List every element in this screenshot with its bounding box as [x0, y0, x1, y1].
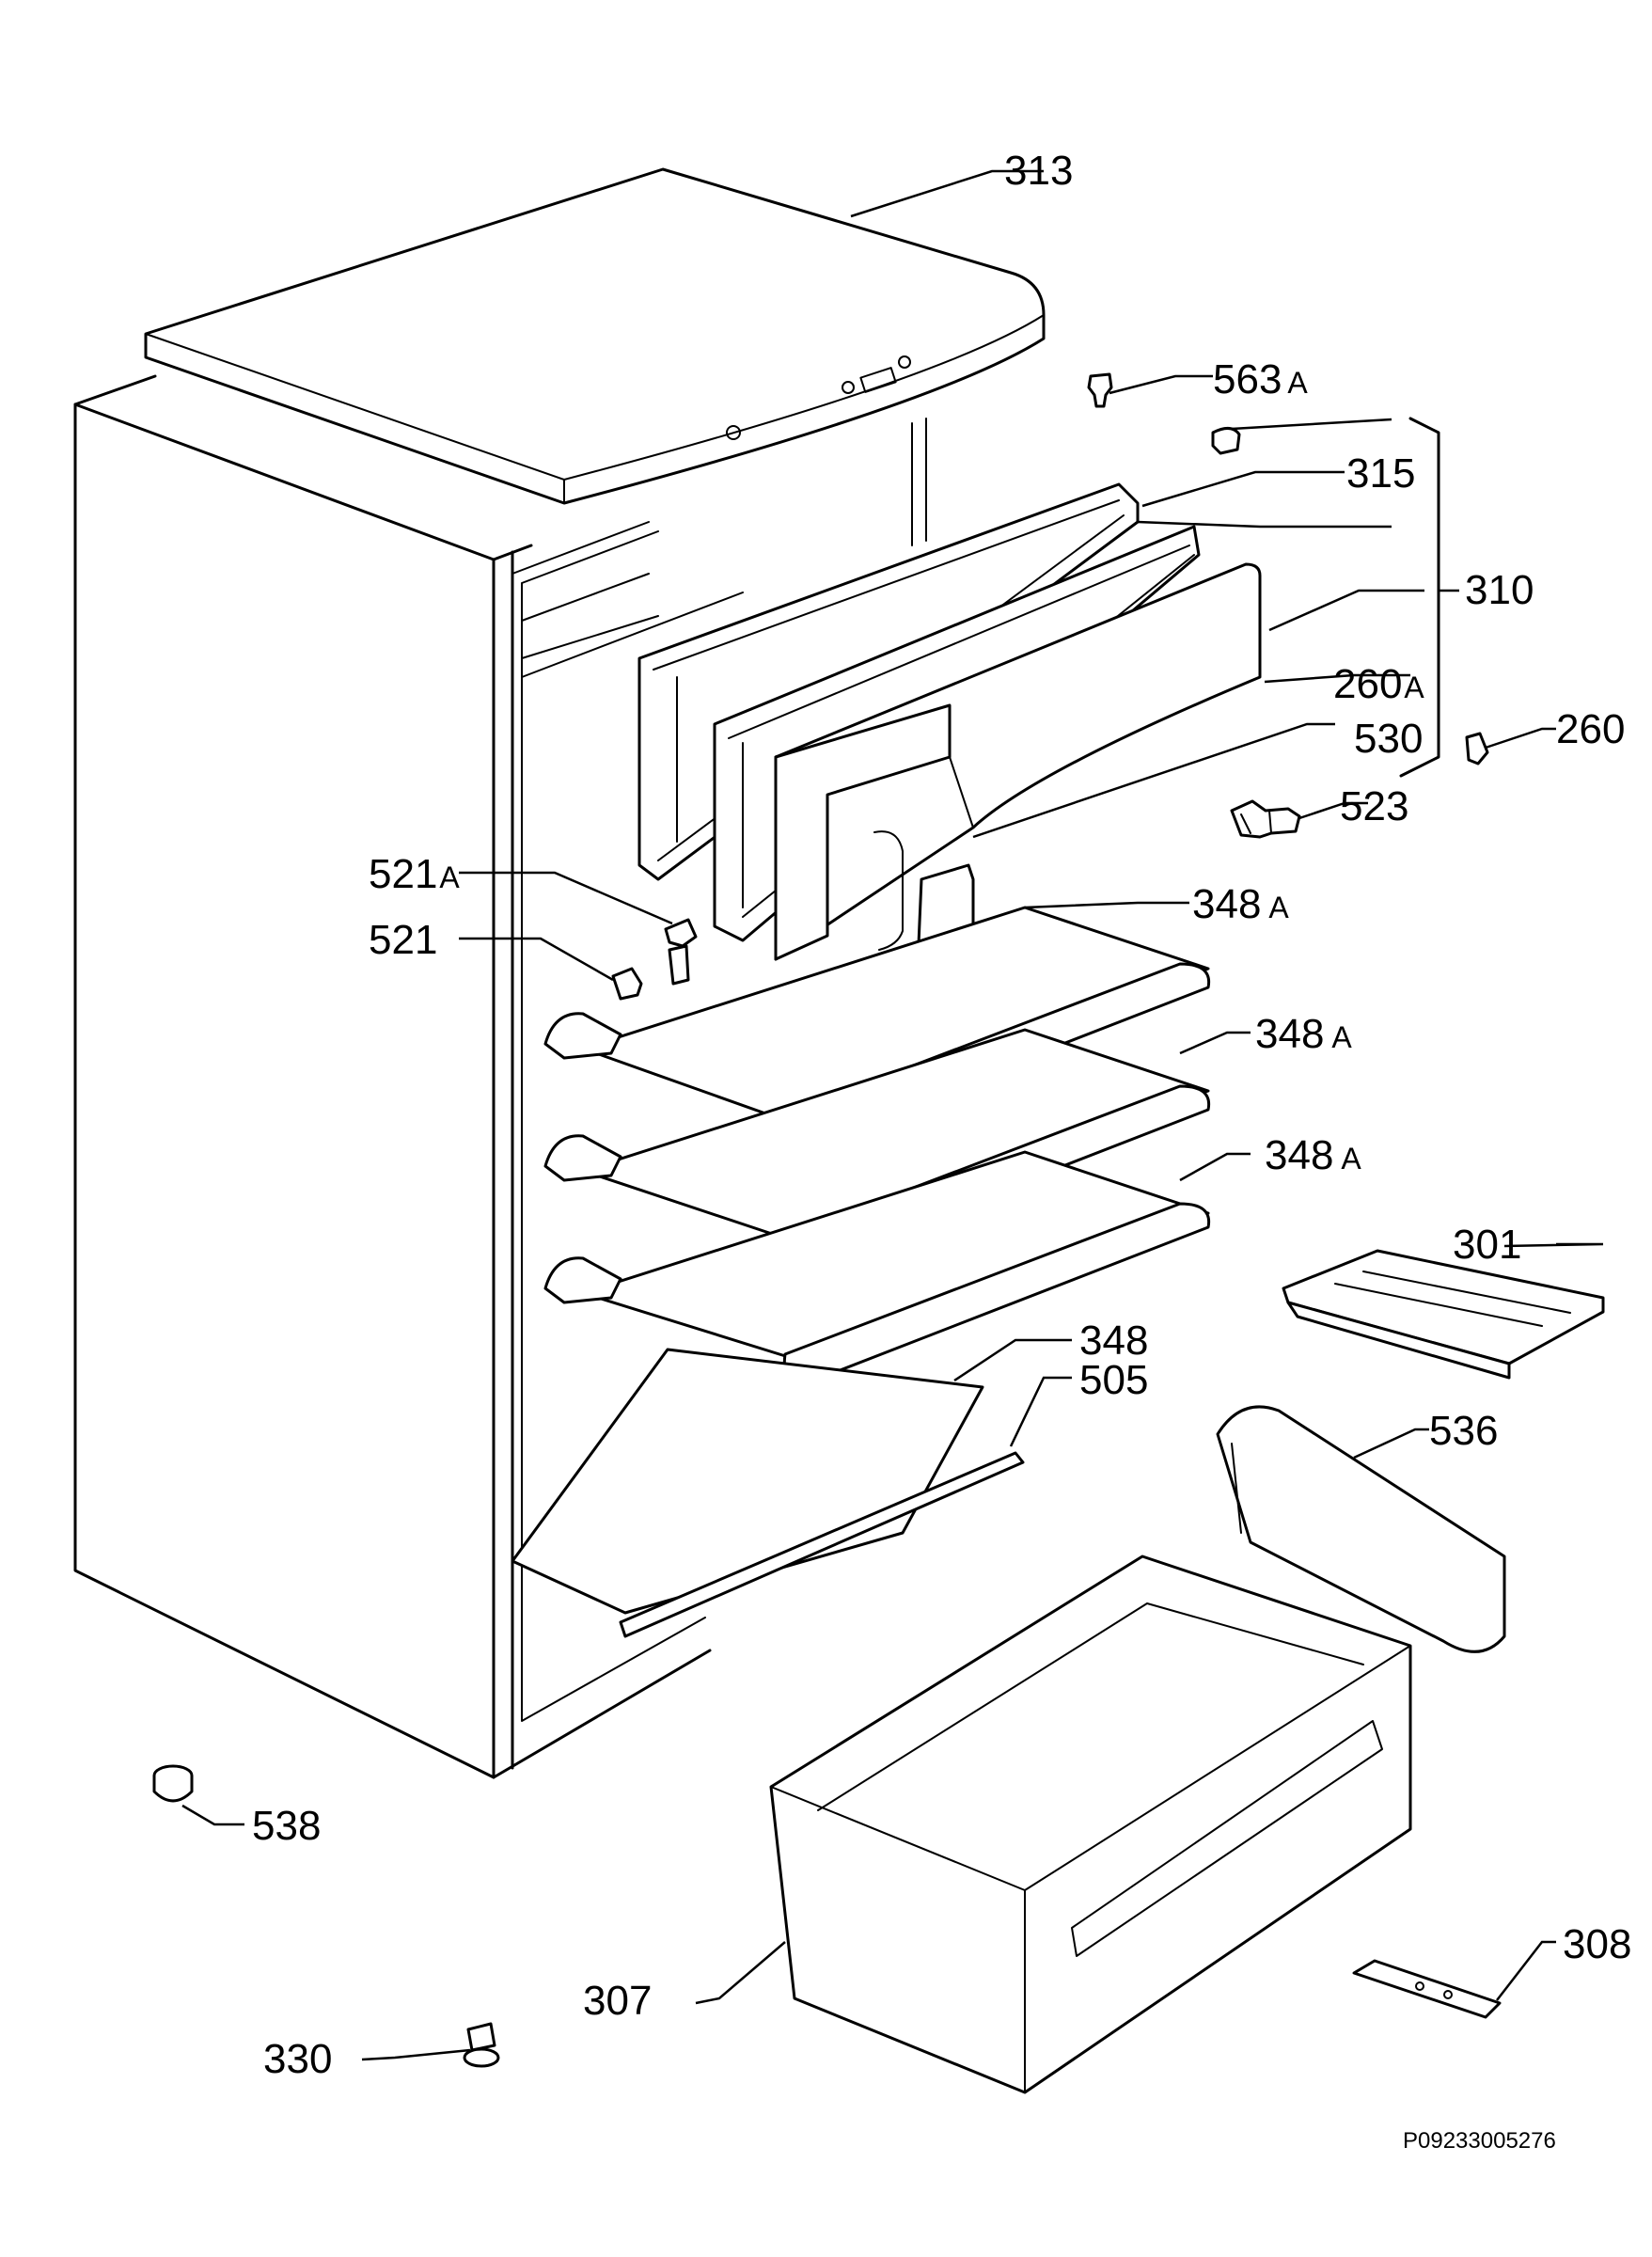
clip-260	[1465, 732, 1489, 765]
adjustable-foot-330	[463, 2022, 500, 2068]
hinge-521	[611, 967, 643, 1001]
label-260: 260	[1556, 706, 1625, 752]
ice-tray-301	[1282, 1249, 1605, 1380]
label-530: 530	[1354, 716, 1423, 762]
freezer-door-assembly	[637, 482, 1262, 1003]
label-313: 313	[1004, 148, 1073, 194]
top-cover	[144, 167, 1046, 505]
cap-563a-second	[1211, 427, 1241, 455]
label-521: 521	[369, 917, 437, 963]
label-538: 538	[252, 1803, 321, 1849]
label-330: 330	[263, 2036, 332, 2082]
bottle-rack-536	[1216, 1405, 1506, 1653]
label-505: 505	[1079, 1357, 1148, 1403]
crisper-glass-348	[511, 1348, 984, 1615]
label-523: 523	[1340, 783, 1408, 829]
foot-cap-538	[152, 1764, 194, 1803]
crisper-drawer-307	[769, 1555, 1412, 2094]
label-348: 348	[1079, 1318, 1148, 1364]
cabinet-body	[73, 374, 927, 1779]
label-307: 307	[583, 1978, 652, 2024]
label-260a: 260A	[1333, 661, 1424, 707]
screw-563a	[1087, 372, 1113, 408]
bracket-308	[1352, 1959, 1502, 2019]
label-521a: 521A	[369, 851, 460, 897]
label-310: 310	[1465, 567, 1534, 613]
label-308: 308	[1563, 1921, 1631, 1967]
shelf-348a-bottom	[543, 1150, 1211, 1385]
drawing-reference: P09233005276	[1403, 2128, 1556, 2154]
bolt-523	[1230, 799, 1301, 839]
label-536: 536	[1429, 1408, 1498, 1454]
leader-lines	[181, 169, 1604, 2061]
label-315: 315	[1346, 450, 1415, 497]
hinge-521a	[664, 918, 698, 986]
label-301: 301	[1453, 1222, 1521, 1268]
strip-505	[619, 1451, 1025, 1638]
